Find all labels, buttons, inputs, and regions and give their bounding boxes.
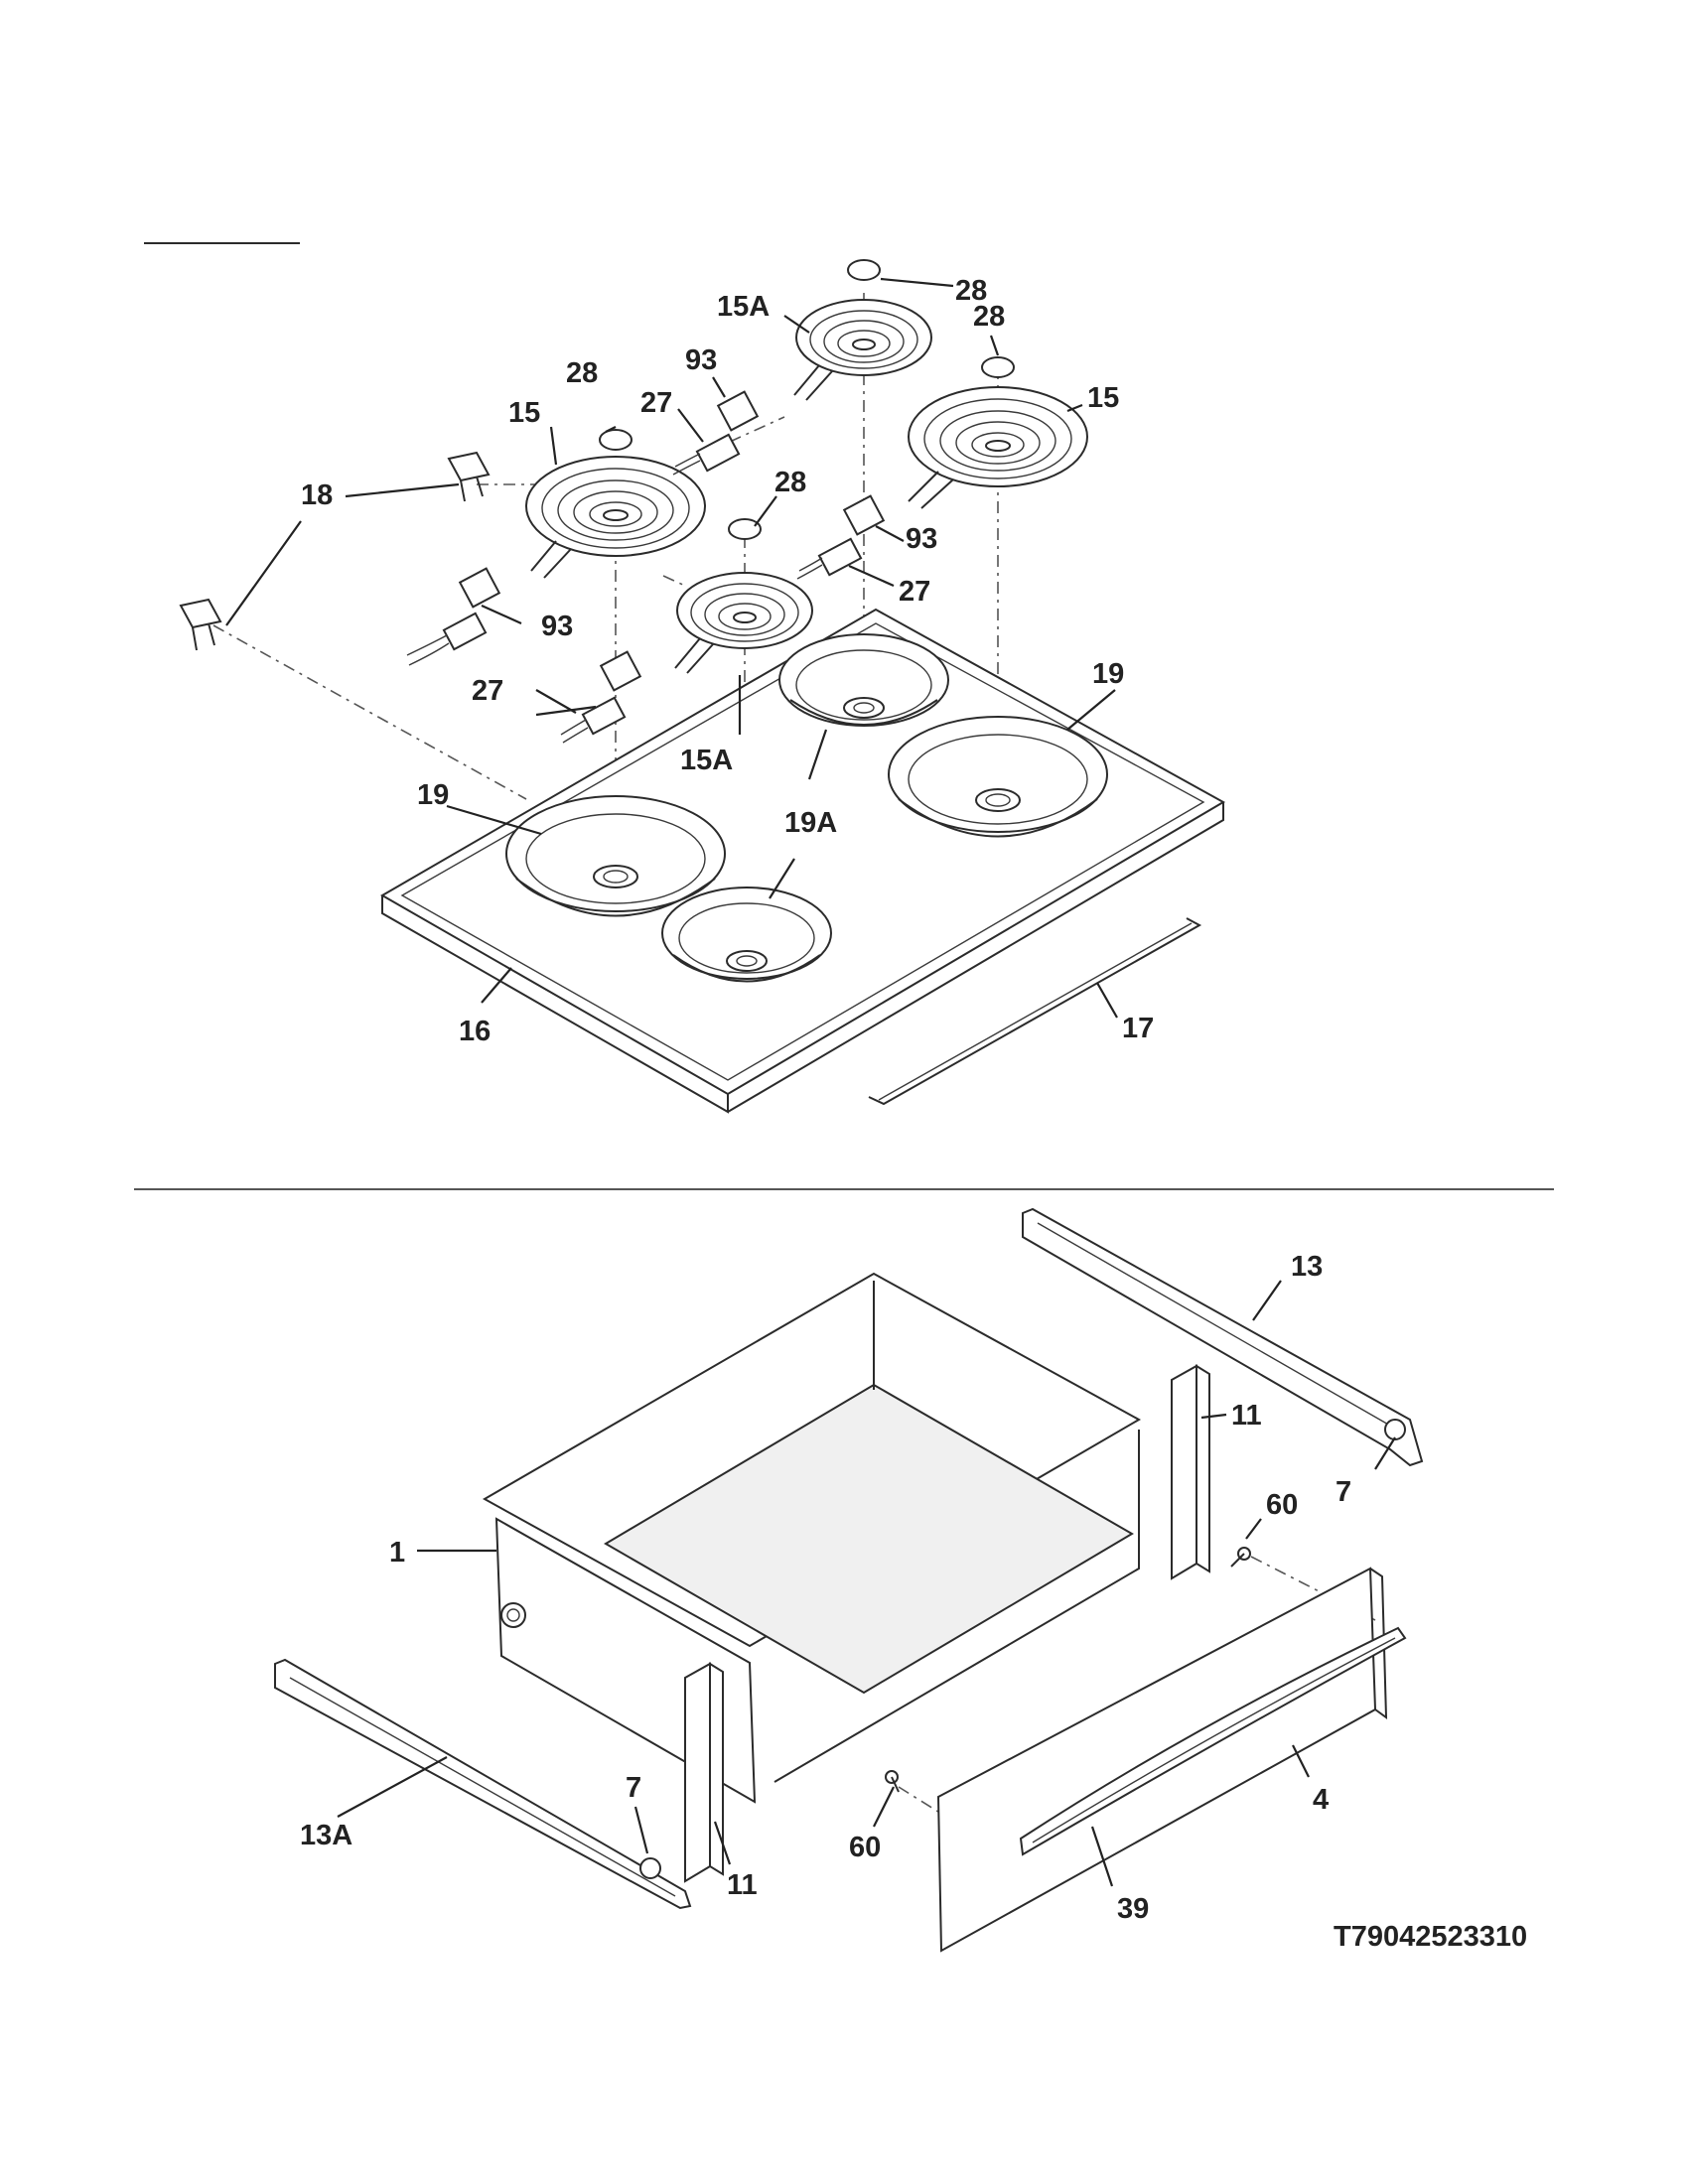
- callout-11: 11: [1231, 1400, 1262, 1432]
- callout-19: 19: [1092, 658, 1124, 690]
- callout-18: 18: [301, 479, 333, 511]
- callout-28: 28: [774, 467, 806, 498]
- callout-4: 4: [1313, 1784, 1329, 1816]
- callout-16: 16: [459, 1016, 491, 1047]
- reflector-disc-4: [728, 518, 762, 540]
- slide-rail-left: [274, 1658, 692, 1910]
- drawer-section: [274, 1207, 1424, 1953]
- callout-13a: 13A: [300, 1820, 352, 1851]
- drawer-bracket-right: [1171, 1364, 1210, 1580]
- callout-27: 27: [640, 387, 672, 419]
- surface-element-rear-small: [793, 299, 932, 401]
- callout-1: 1: [389, 1537, 405, 1569]
- cooktop-section: [179, 259, 1226, 1114]
- reflector-disc-1: [847, 259, 881, 281]
- callout-28: 28: [973, 301, 1005, 333]
- receptacle-block-front: [560, 650, 642, 744]
- callout-60: 60: [849, 1832, 881, 1863]
- callout-93: 93: [685, 344, 717, 376]
- callout-93: 93: [541, 611, 573, 642]
- surface-element-front-small: [674, 572, 813, 674]
- receptacle-block-left: [406, 567, 501, 666]
- callout-28: 28: [566, 357, 598, 389]
- surface-element-right-large: [908, 386, 1088, 509]
- callout-19a: 19A: [784, 807, 837, 839]
- callout-17: 17: [1122, 1013, 1154, 1044]
- callout-15a: 15A: [680, 745, 733, 776]
- receptacle-block-right: [796, 494, 886, 580]
- mounting-bracket-upper: [447, 451, 491, 502]
- drip-bowl-rear-center: [778, 633, 949, 727]
- trim-strip: [868, 917, 1202, 1106]
- callout-7: 7: [1336, 1476, 1351, 1508]
- leader-lines: [225, 277, 1396, 1887]
- callout-15: 15: [1087, 382, 1119, 414]
- callout-19: 19: [417, 779, 449, 811]
- callout-15a: 15A: [717, 291, 770, 323]
- callout-27: 27: [472, 675, 503, 707]
- reflector-disc-3: [599, 429, 633, 451]
- callout-27: 27: [899, 576, 930, 608]
- surface-element-left-large: [525, 456, 706, 579]
- mounting-bracket-lower: [179, 598, 222, 651]
- drawer-body: [482, 1272, 1142, 1804]
- callout-28: 28: [955, 275, 987, 307]
- drawer-handle: [1019, 1626, 1407, 1856]
- callout-39: 39: [1117, 1893, 1149, 1925]
- screw-left: [885, 1770, 900, 1793]
- callout-93: 93: [906, 523, 937, 555]
- drip-bowl-rear-right: [888, 716, 1108, 838]
- drawer-bracket-left: [684, 1662, 724, 1883]
- drawing-id: T79042523310: [1334, 1921, 1527, 1953]
- callout-labels: 28 15A 28 93 28 27 15 15 18 28 93 27 93 …: [300, 275, 1527, 1953]
- screw-right: [1230, 1547, 1251, 1568]
- callout-11: 11: [727, 1869, 758, 1901]
- callout-60: 60: [1266, 1489, 1298, 1521]
- callout-15: 15: [508, 397, 540, 429]
- receptacle-block-rear: [672, 390, 760, 476]
- drip-bowl-front-center: [661, 887, 832, 983]
- callout-13: 13: [1291, 1251, 1323, 1283]
- drip-bowl-front-left: [505, 795, 726, 917]
- callout-7: 7: [626, 1772, 641, 1804]
- reflector-disc-2: [981, 356, 1015, 378]
- slide-rail-right: [1022, 1207, 1424, 1467]
